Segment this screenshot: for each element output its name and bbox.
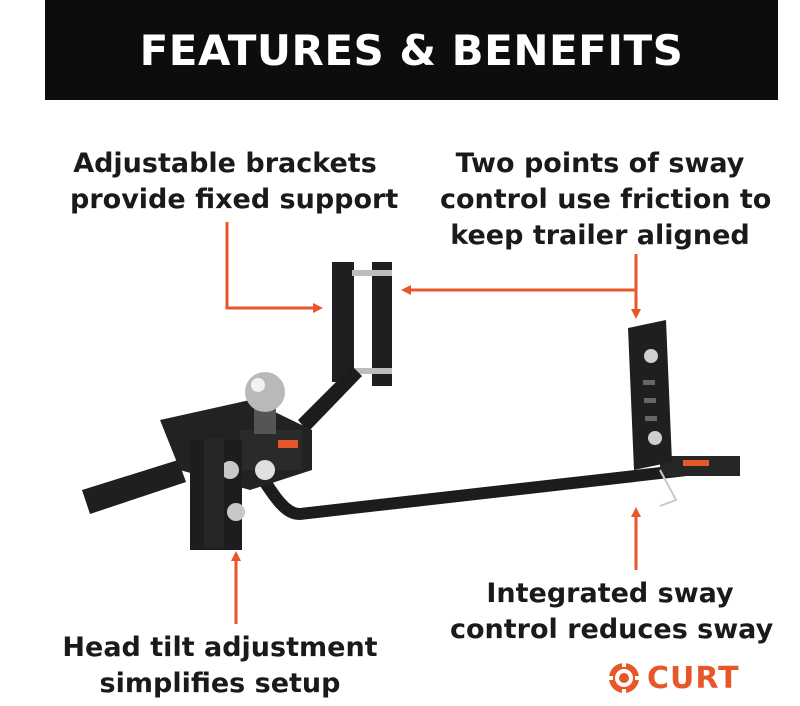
left-bracket-post [372, 262, 392, 386]
bracket-slot [645, 416, 657, 421]
spring-bar [248, 458, 740, 520]
adjust-bolt [227, 503, 245, 521]
title-banner: FEATURES & BENEFITS [45, 0, 778, 100]
curt-logo: CURT [607, 658, 757, 698]
bracket-chain [659, 469, 678, 507]
arrow-brackets [225, 222, 323, 313]
brand-name: CURT [647, 660, 740, 696]
arrow-sway-left [401, 254, 638, 295]
curt-gear-icon [607, 661, 641, 695]
callout-adjustable-brackets: Adjustable brackets provide fixed suppor… [70, 146, 399, 218]
callout-line: control reduces sway [450, 614, 774, 645]
ball-shank [254, 408, 276, 434]
callout-head-tilt: Head tilt adjustment simplifies setup [60, 630, 380, 702]
callout-line: simplifies setup [99, 668, 341, 699]
callout-line: provide fixed support [70, 184, 399, 215]
left-bracket-bolt [352, 270, 392, 276]
head-label [278, 440, 298, 448]
adjust-bolt [221, 461, 239, 479]
page-title: FEATURES & BENEFITS [139, 25, 684, 75]
bracket-arm [298, 366, 362, 432]
callout-sway-points: Two points of sway control use friction … [440, 146, 772, 254]
callout-line: Adjustable brackets [73, 148, 377, 179]
callout-line: keep trailer aligned [450, 220, 750, 251]
hitch-ball [245, 372, 285, 412]
callout-line: Two points of sway [455, 148, 745, 179]
callout-line: Integrated sway [486, 578, 734, 609]
bracket-slot [644, 398, 656, 403]
end-label [683, 460, 709, 466]
callout-line: Head tilt adjustment [62, 632, 378, 663]
hitch-hole [255, 460, 275, 480]
callout-line: control use friction to [440, 184, 772, 215]
left-bracket-post [332, 262, 354, 382]
bracket-hole [644, 349, 658, 363]
callout-integrated-sway: Integrated sway control reduces sway [450, 576, 774, 648]
bracket-hole [648, 431, 662, 445]
bracket-slot [643, 380, 655, 385]
hitch-shank [82, 460, 186, 514]
ball-highlight [251, 378, 265, 392]
right-sway-bracket [628, 320, 672, 470]
left-bracket-bolt [352, 368, 392, 374]
tilt-block-face [204, 438, 224, 548]
